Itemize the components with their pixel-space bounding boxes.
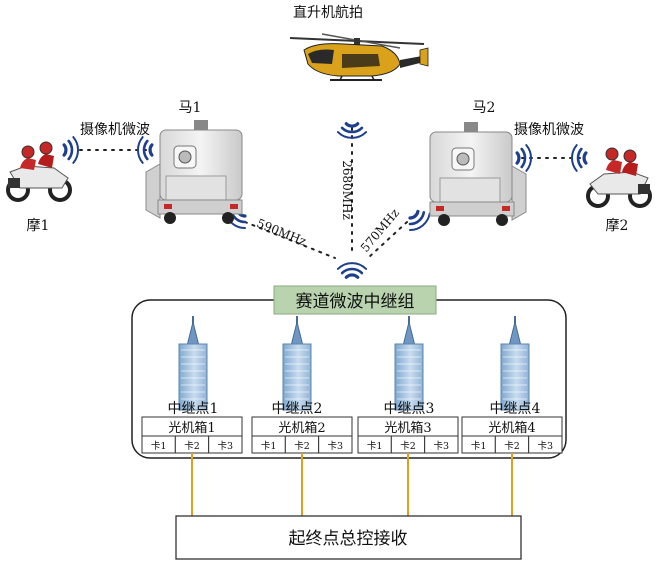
link-van2-relay <box>367 221 408 259</box>
card-label: 卡3 <box>538 440 554 452</box>
receiver-label: 起终点总控接收 <box>289 529 408 549</box>
wave-van1-left <box>136 136 154 164</box>
optical-box-label: 光机箱2 <box>278 420 325 436</box>
card-label: 卡1 <box>151 440 167 452</box>
wave-moto2-arc <box>576 147 583 169</box>
optical-box-label: 光机箱1 <box>168 420 215 436</box>
relay-tower-icon <box>394 316 424 411</box>
wave-van2-down-arc <box>409 212 431 231</box>
wave-van2-down-arc <box>408 211 426 226</box>
wave-moto2-arc <box>582 151 588 165</box>
wave-van1-left-arc <box>142 139 149 161</box>
freq-heli-label: 2680MHz <box>340 160 354 220</box>
wave-van1-left-arc <box>136 136 144 164</box>
wave-van2-right <box>515 144 533 172</box>
vehicle-left-label: 马1 <box>179 100 202 116</box>
wave-heli-arc <box>340 126 364 134</box>
card-label: 卡1 <box>471 440 487 452</box>
moto-left-label: 摩1 <box>27 217 50 234</box>
fiber-lines <box>191 453 513 516</box>
moto-right-label: 摩2 <box>606 217 629 234</box>
wave-relay <box>336 262 368 279</box>
wave-heli-arc <box>336 131 368 139</box>
wave-van2-right-arc <box>520 147 527 169</box>
relay-point-name: 中继点2 <box>272 401 323 417</box>
relay-group-title-box <box>273 285 437 315</box>
wave-moto1-arc <box>67 139 74 161</box>
card-label: 卡2 <box>184 440 200 452</box>
relay-point-name: 中继点4 <box>490 401 541 417</box>
link-van1-relay <box>244 221 336 259</box>
broadcast-van-2-icon <box>429 122 527 226</box>
relay-group-title: 赛道微波中继组 <box>296 291 415 312</box>
vehicle-right-label: 马2 <box>473 100 496 116</box>
card-cell <box>528 435 563 454</box>
relay-point-name: 中继点1 <box>168 401 219 417</box>
card-cell <box>318 435 353 454</box>
camera-microwave-left: 摄像机微波 <box>80 122 150 138</box>
motorcycle-2-icon <box>586 147 652 208</box>
wave-van2-down <box>408 209 431 231</box>
card-cell <box>424 435 459 454</box>
wave-moto1-arc <box>62 143 68 157</box>
camera-microwave-right: 摄像机微波 <box>514 122 584 138</box>
wave-moto1-arc <box>72 136 80 164</box>
wave-relay-arc <box>344 273 360 279</box>
wave-van1-left-arc <box>148 143 154 157</box>
freq-right-label: 570MHz <box>358 206 402 255</box>
optical-box-label: 光机箱3 <box>384 420 431 436</box>
card-cell <box>208 435 243 454</box>
relay-tower-icon <box>282 316 312 411</box>
card-label: 卡2 <box>504 440 520 452</box>
optical-box-label: 光机箱4 <box>488 420 535 436</box>
relay-tower-icon <box>500 316 530 411</box>
relay-tower-icon <box>178 316 208 411</box>
card-label: 卡3 <box>328 440 344 452</box>
wave-moto2 <box>570 144 588 172</box>
wave-van2-right-arc <box>525 144 533 172</box>
helicopter-icon <box>289 33 429 81</box>
relay-point-name: 中继点3 <box>384 401 435 417</box>
wave-heli-arc <box>344 122 360 128</box>
card-label: 卡1 <box>367 440 383 452</box>
wave-van2-down-arc <box>408 209 420 220</box>
wave-relay-arc <box>336 262 368 270</box>
wave-moto1 <box>62 136 80 164</box>
wave-relay-arc <box>340 267 364 275</box>
wave-heli <box>336 122 368 139</box>
card-label: 卡2 <box>400 440 416 452</box>
wave-moto2-arc <box>570 144 578 172</box>
wave-van2-right-arc <box>515 151 521 165</box>
broadcast-van-1-icon <box>145 120 243 224</box>
motorcycle-1-icon <box>6 141 72 202</box>
receiver-box <box>175 515 522 560</box>
card-label: 卡1 <box>261 440 277 452</box>
card-label: 卡3 <box>218 440 234 452</box>
freq-left-label: 590MHz <box>255 216 308 248</box>
helicopter-label: 直升机航拍 <box>293 4 363 21</box>
card-label: 卡3 <box>434 440 450 452</box>
card-label: 卡2 <box>294 440 310 452</box>
